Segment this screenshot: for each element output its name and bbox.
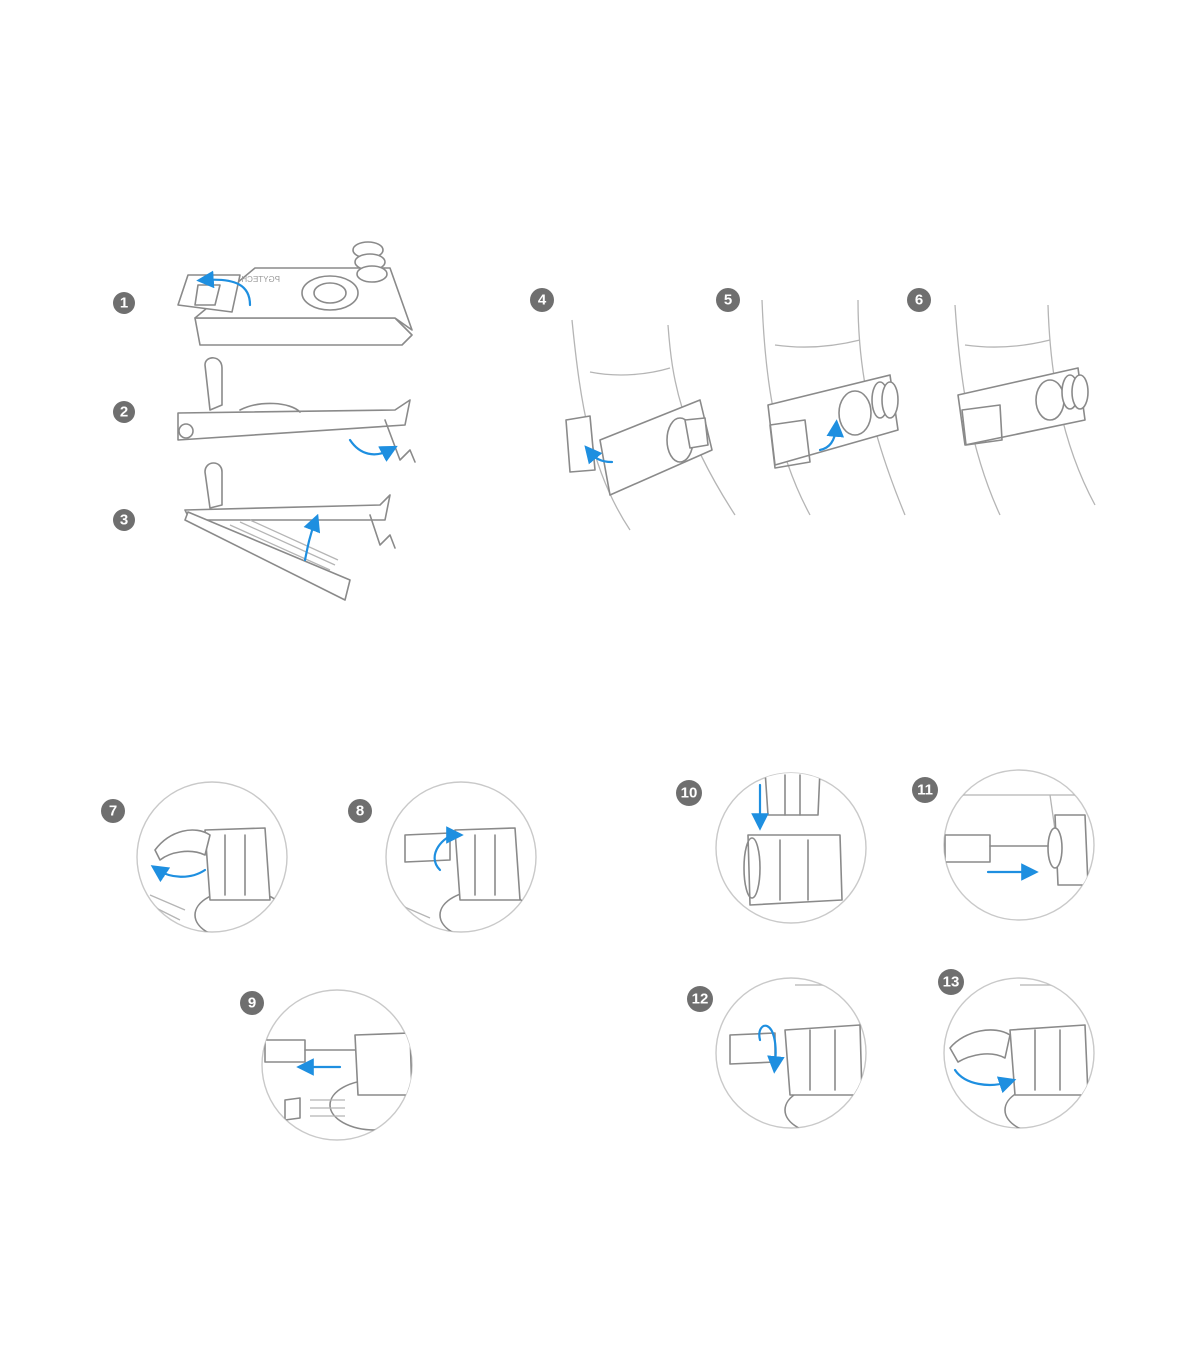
- step-badge-2: 2: [113, 401, 135, 423]
- step-badge-11: 11: [912, 777, 938, 803]
- svg-text:1: 1: [120, 295, 128, 312]
- step-9-illustration: [261, 989, 413, 1141]
- step-4-illustration: [565, 319, 736, 531]
- svg-text:3: 3: [120, 512, 128, 529]
- logo-text: PGYTECH: [241, 275, 280, 284]
- step-badge-3: 3: [113, 509, 135, 531]
- step-badge-8: 8: [348, 799, 372, 823]
- step-3-illustration: [184, 462, 396, 601]
- step-13-illustration: [943, 977, 1095, 1129]
- step-badge-12: 12: [687, 986, 713, 1012]
- step-11-illustration: [943, 769, 1095, 921]
- svg-text:12: 12: [692, 991, 709, 1008]
- svg-text:11: 11: [917, 782, 933, 799]
- step-badge-7: 7: [101, 799, 125, 823]
- step-8-illustration: [385, 781, 537, 933]
- step-badge-5: 5: [716, 288, 740, 312]
- svg-text:5: 5: [724, 292, 732, 309]
- step-10-illustration: [715, 772, 867, 924]
- step-1-illustration: PGYTECH: [177, 241, 413, 346]
- step-badge-1: 1: [113, 292, 135, 314]
- svg-text:10: 10: [681, 785, 698, 802]
- step-badge-6: 6: [907, 288, 931, 312]
- step-2-illustration: [177, 357, 416, 463]
- step-badge-10: 10: [676, 780, 702, 806]
- step-badge-13: 13: [938, 969, 964, 995]
- svg-text:9: 9: [248, 995, 256, 1012]
- step-7-illustration: [136, 781, 288, 933]
- step-5-illustration: [761, 299, 906, 516]
- svg-text:7: 7: [109, 803, 117, 820]
- step-badge-9: 9: [240, 991, 264, 1015]
- step-12-illustration: [715, 977, 867, 1129]
- svg-text:4: 4: [538, 292, 547, 309]
- svg-text:13: 13: [943, 974, 960, 991]
- svg-text:6: 6: [915, 292, 923, 309]
- step-6-illustration: [954, 304, 1096, 516]
- step-badge-4: 4: [530, 288, 554, 312]
- svg-text:2: 2: [120, 404, 128, 421]
- svg-text:8: 8: [356, 803, 364, 820]
